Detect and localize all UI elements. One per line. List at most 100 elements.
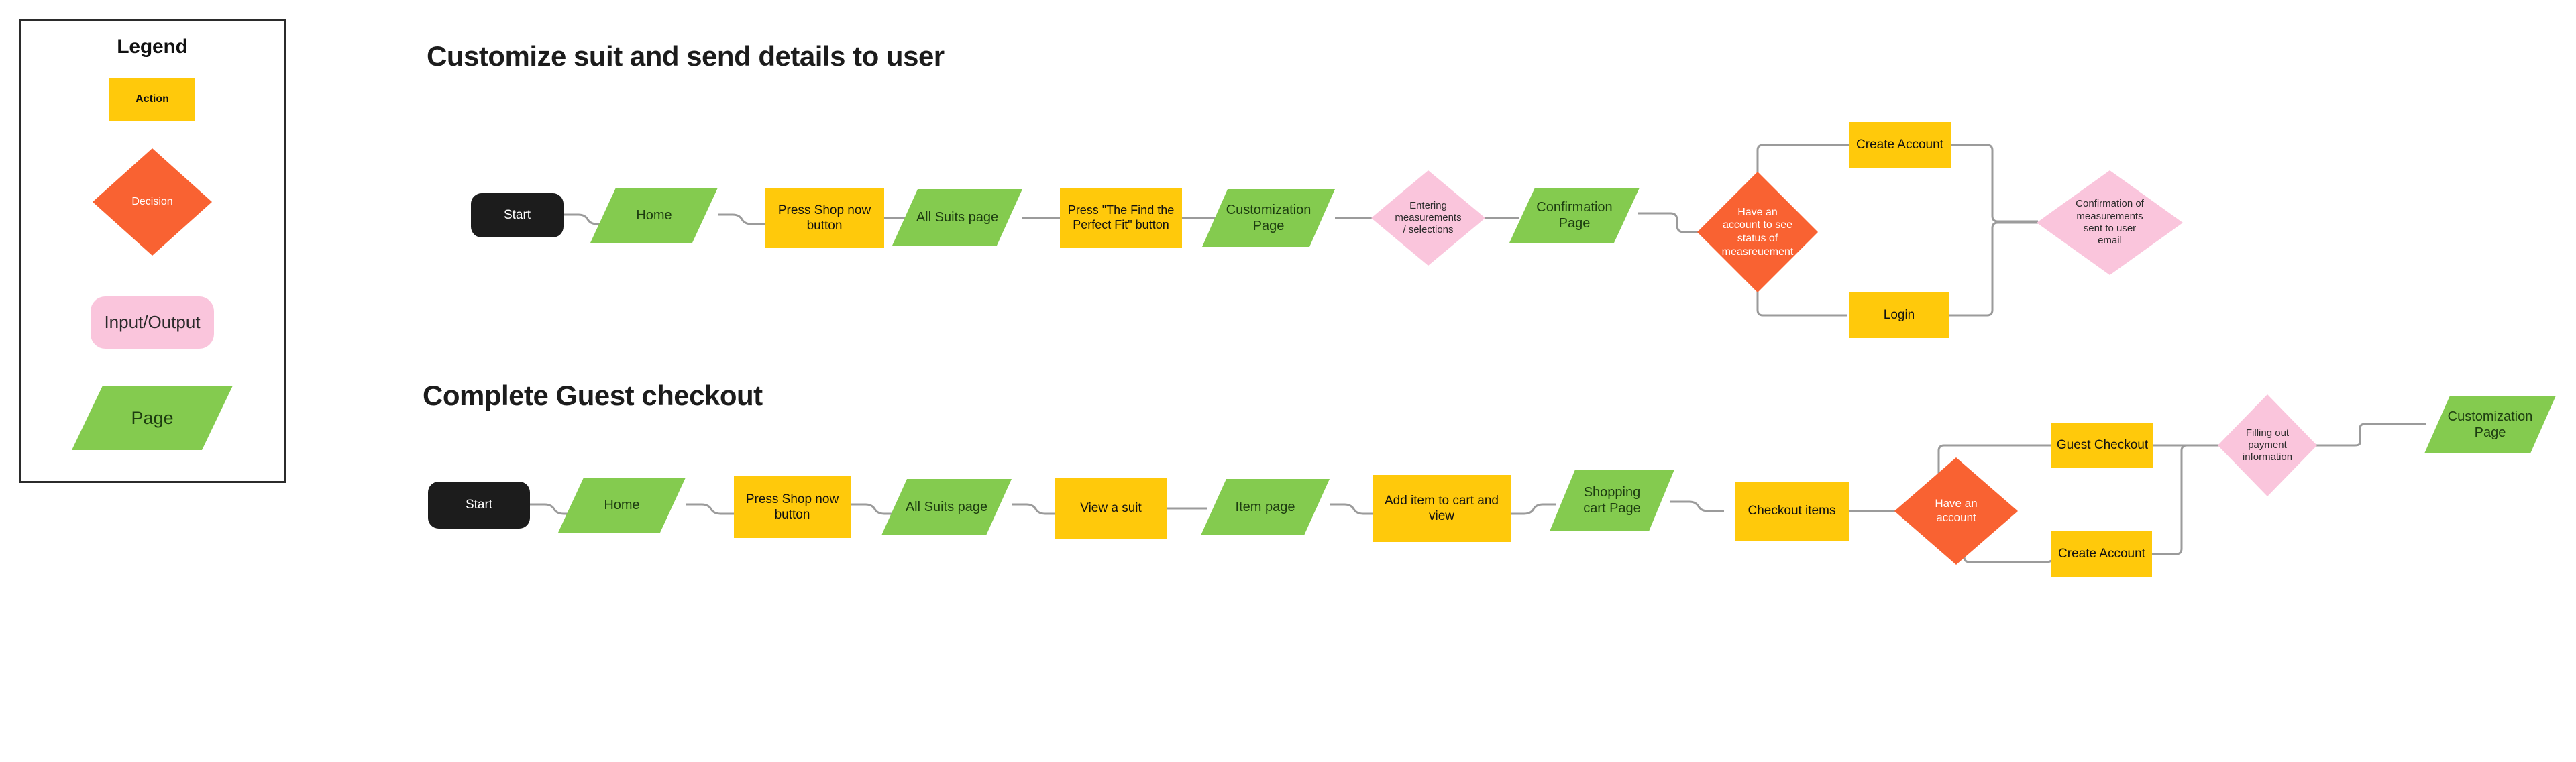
node-f1-confirmation-email-label: Confirmation of measurements sent to use… bbox=[2076, 198, 2144, 247]
connector-login-email bbox=[1949, 221, 2038, 317]
node-f2-guest-checkout-label: Guest Checkout bbox=[2056, 438, 2149, 453]
node-f1-start[interactable]: Start bbox=[471, 193, 564, 237]
node-f1-customization-page-label: Customization Page bbox=[1226, 202, 1311, 233]
connector-f2-cart-checkout bbox=[1670, 500, 1724, 512]
rectangle-icon bbox=[109, 78, 195, 121]
node-f2-have-account-decision-label: Have an account bbox=[1935, 497, 1978, 524]
connector-home-shop bbox=[718, 213, 766, 225]
rectangle-shape bbox=[1849, 122, 1951, 168]
parallelogram-shape bbox=[1509, 188, 1640, 243]
parallelogram-shape bbox=[558, 478, 686, 533]
node-f1-press-shop-now[interactable]: Press Shop now button bbox=[765, 188, 884, 248]
legend-slot-decision: Decision bbox=[21, 142, 284, 262]
node-f1-have-account-decision[interactable]: Have an account to see status of measreu… bbox=[1697, 172, 1818, 292]
legend-shape-decision: Decision bbox=[93, 148, 212, 256]
legend-label-page: Page bbox=[131, 407, 174, 428]
node-f2-create-account-label: Create Account bbox=[2058, 547, 2145, 561]
node-f2-shopping-cart-page[interactable]: Shopping cart Page bbox=[1550, 470, 1674, 531]
connector-f2-create-payment bbox=[2152, 444, 2220, 555]
node-f2-create-account[interactable]: Create Account bbox=[2051, 531, 2152, 577]
node-f2-add-item-to-cart[interactable]: Add item to cart and view bbox=[1373, 475, 1511, 542]
node-f2-add-item-to-cart-label: Add item to cart and view bbox=[1384, 493, 1499, 523]
node-f2-filling-payment-info-label: Filling out payment information bbox=[2242, 427, 2293, 464]
flow-2-title: Complete Guest checkout bbox=[423, 380, 763, 411]
node-f2-have-account-decision[interactable]: Have an account bbox=[1894, 457, 2018, 565]
diamond-shape bbox=[2037, 170, 2183, 275]
node-f2-checkout-items[interactable]: Checkout items bbox=[1735, 482, 1849, 541]
connector-f2-allsuits-view bbox=[1012, 503, 1059, 515]
start-terminator-shape bbox=[471, 193, 564, 237]
parallelogram-shape bbox=[1550, 470, 1674, 531]
node-f1-create-account[interactable]: Create Account bbox=[1849, 122, 1951, 168]
node-f1-start-label: Start bbox=[503, 208, 531, 223]
parallelogram-shape bbox=[1201, 479, 1330, 535]
diamond-icon bbox=[93, 148, 212, 256]
legend-panel: Legend Action Decision Inp bbox=[19, 19, 286, 483]
node-f1-home[interactable]: Home bbox=[590, 188, 718, 243]
node-f1-home-label: Home bbox=[636, 207, 672, 223]
legend-shape-action: Action bbox=[109, 78, 195, 121]
rectangle-shape bbox=[1060, 188, 1182, 248]
parallelogram-icon bbox=[72, 386, 233, 450]
connector-f2-home-shop bbox=[686, 503, 735, 515]
node-f1-all-suits-page-label: All Suits page bbox=[916, 209, 999, 225]
legend-label-action: Action bbox=[136, 93, 169, 105]
legend-slot-page: Page bbox=[21, 378, 284, 458]
node-f2-item-page[interactable]: Item page bbox=[1201, 479, 1330, 535]
node-f1-confirmation-page-label: Confirmation Page bbox=[1536, 199, 1613, 231]
connector-f2-item-add bbox=[1330, 503, 1377, 515]
node-f1-press-find-perfect-fit-label: Press "The Find the Perfect Fit" button bbox=[1067, 203, 1175, 231]
node-f1-all-suits-page[interactable]: All Suits page bbox=[892, 189, 1022, 246]
node-f2-home-label: Home bbox=[604, 497, 640, 512]
node-f2-start[interactable]: Start bbox=[428, 482, 530, 529]
legend-title: Legend bbox=[117, 36, 188, 58]
rectangle-shape bbox=[1055, 478, 1167, 539]
node-f2-all-suits-page-label: All Suits page bbox=[905, 499, 988, 514]
node-f2-guest-checkout[interactable]: Guest Checkout bbox=[2051, 423, 2153, 468]
rectangle-shape bbox=[765, 188, 884, 248]
connector-create-email bbox=[1951, 144, 2038, 223]
rectangle-shape bbox=[1849, 292, 1949, 338]
rectangle-shape bbox=[1373, 475, 1511, 542]
rectangle-shape bbox=[2051, 531, 2152, 577]
diamond-shape bbox=[2218, 394, 2317, 496]
legend-shape-io: Input/Output bbox=[91, 296, 214, 349]
node-f2-view-a-suit[interactable]: View a suit bbox=[1055, 478, 1167, 539]
node-f2-item-page-label: Item page bbox=[1235, 499, 1295, 514]
node-f2-view-a-suit-label: View a suit bbox=[1080, 501, 1142, 516]
node-f1-login[interactable]: Login bbox=[1849, 292, 1949, 338]
node-f2-start-label: Start bbox=[465, 498, 493, 512]
node-f2-all-suits-page[interactable]: All Suits page bbox=[881, 479, 1012, 535]
node-f1-customization-page[interactable]: Customization Page bbox=[1202, 189, 1335, 247]
legend-label-io: Input/Output bbox=[104, 312, 201, 333]
parallelogram-shape bbox=[1202, 189, 1335, 247]
node-f1-entering-measurements[interactable]: Entering measurements / selections bbox=[1371, 170, 1485, 266]
node-f2-home[interactable]: Home bbox=[558, 478, 686, 533]
node-f1-confirmation-page[interactable]: Confirmation Page bbox=[1509, 188, 1640, 243]
node-f1-press-shop-now-label: Press Shop now button bbox=[777, 203, 871, 233]
node-f2-press-shop-now-label: Press Shop now button bbox=[745, 492, 839, 522]
node-f2-filling-payment-info[interactable]: Filling out payment information bbox=[2218, 394, 2317, 496]
diamond-shape bbox=[1371, 170, 1485, 266]
node-f1-press-find-perfect-fit[interactable]: Press "The Find the Perfect Fit" button bbox=[1060, 188, 1182, 248]
node-f2-checkout-items-label: Checkout items bbox=[1748, 504, 1836, 519]
legend-slot-action: Action bbox=[21, 73, 284, 125]
node-f1-create-account-label: Create Account bbox=[1856, 138, 1943, 152]
parallelogram-shape bbox=[881, 479, 1012, 535]
flow-1-title: Customize suit and send details to user bbox=[427, 40, 945, 72]
legend-label-decision: Decision bbox=[131, 196, 173, 208]
connector-f2-payment-customization bbox=[2316, 423, 2426, 447]
node-f1-entering-measurements-label: Entering measurements / selections bbox=[1395, 199, 1462, 236]
legend-slot-io: Input/Output bbox=[21, 289, 284, 356]
start-terminator-shape bbox=[428, 482, 530, 529]
node-f1-login-label: Login bbox=[1883, 308, 1915, 323]
node-f1-confirmation-email[interactable]: Confirmation of measurements sent to use… bbox=[2037, 170, 2183, 275]
node-f2-customization-page[interactable]: Customization Page bbox=[2424, 396, 2556, 453]
rounded-rect-icon bbox=[91, 296, 214, 349]
node-f1-have-account-decision-label: Have an account to see status of measreu… bbox=[1721, 206, 1794, 258]
node-f2-press-shop-now[interactable]: Press Shop now button bbox=[734, 476, 851, 538]
parallelogram-shape bbox=[2424, 396, 2556, 453]
parallelogram-shape bbox=[590, 188, 718, 243]
